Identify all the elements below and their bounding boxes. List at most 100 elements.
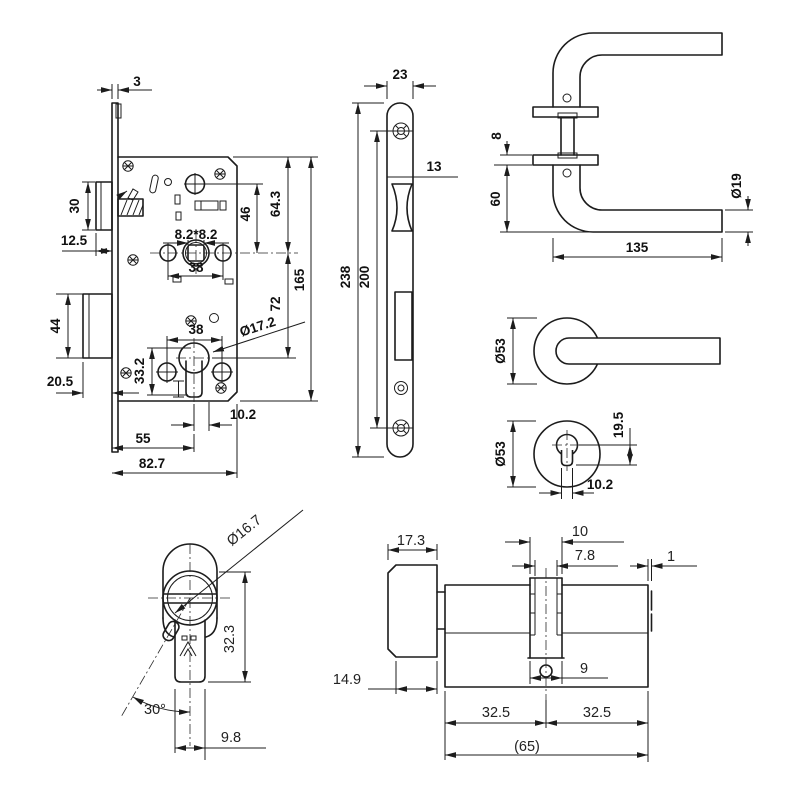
case-screw-icon [127, 254, 139, 266]
dim-screw-span-lower: 38 [188, 322, 204, 337]
dim-cyl-body-width: 9.8 [221, 730, 241, 746]
cylinder-face-dimensions [132, 509, 304, 760]
small-hole [209, 313, 219, 323]
cylinder-side-view: 17.3 10 7.8 1 14.9 9 32.5 32.5 (65) [333, 524, 697, 762]
lever-dimension-labels: 8 60 Ø19 135 [488, 132, 744, 255]
dim-cyl-body-height: 32.3 [222, 625, 238, 653]
dim-46: 46 [238, 206, 253, 222]
faceplate-dimension-labels: 23 13 238 200 [338, 67, 442, 288]
grub-screw-hole [562, 168, 572, 178]
spring-bar [149, 174, 159, 194]
escutcheon-circle [533, 420, 601, 488]
dim-10-2: 10.2 [230, 407, 256, 422]
dim-33-2: 33.2 [132, 358, 147, 384]
lock-case-dimensions [56, 84, 318, 478]
dim-forend-thickness: 3 [133, 74, 141, 89]
dim-latch-protrusion: 12.5 [61, 233, 88, 248]
rose-inner [532, 154, 599, 166]
dim-cam-foot: 9 [580, 661, 588, 677]
dim-64-3: 64.3 [268, 190, 283, 217]
dim-escutcheon-dia: Ø53 [493, 441, 508, 467]
dim-half-left: 32.5 [482, 705, 510, 721]
dim-end-gap: 1 [667, 549, 675, 565]
dim-deadbolt-height: 44 [48, 318, 63, 334]
dim-overall-length: (65) [514, 739, 540, 755]
dim-72: 72 [268, 296, 283, 311]
dim-case-depth: 82.7 [139, 456, 165, 471]
pivot-hole [164, 178, 172, 186]
thumbturn-knob [387, 564, 438, 658]
dim-latch-width: 13 [426, 159, 442, 174]
dim-latch-height: 30 [67, 198, 82, 213]
stop-slot [194, 200, 219, 211]
grub-screw-hole [562, 93, 572, 103]
dim-knob-face: 14.9 [333, 672, 361, 688]
dim-19-5: 19.5 [611, 411, 626, 438]
escutcheon-view: Ø53 19.5 10.2 [493, 411, 637, 499]
case-screw-icon [215, 382, 227, 394]
escutcheon-dimension-labels: Ø53 19.5 10.2 [493, 411, 626, 492]
dim-backset: 55 [135, 431, 151, 446]
case-screw-icon [120, 367, 132, 379]
dim-half-right: 32.5 [583, 705, 611, 721]
brand-logo-icon [179, 635, 197, 657]
faceplate-outline [386, 102, 414, 458]
stop-bracket [173, 380, 184, 398]
lever-dimensions [494, 141, 753, 262]
mortise-lock-case-view: 3 30 12.5 44 20.5 8.2*8.2 38 46 64.3 72 … [47, 74, 318, 478]
cylinder-side-parts [387, 564, 653, 700]
cam-section [527, 577, 565, 659]
lock-case-parts [82, 102, 298, 453]
outer-lever [552, 32, 723, 108]
latch-cutout [391, 183, 413, 232]
inner-lever [552, 164, 723, 233]
lock-case-dimension-labels: 3 30 12.5 44 20.5 8.2*8.2 38 46 64.3 72 … [47, 74, 307, 471]
faceplate-view: 23 13 238 200 [338, 67, 458, 458]
lever-parts [532, 32, 723, 233]
faceplate-dimensions [352, 81, 458, 458]
lever-rose-front-view: Ø53 [493, 317, 721, 385]
dim-screw-span-upper: 38 [188, 260, 204, 275]
faceplate-parts [386, 102, 414, 458]
escutcheon-dimensions [507, 420, 637, 499]
dim-cam-width: 10 [572, 524, 588, 540]
dim-rose-thickness: 8 [489, 132, 504, 140]
cylinder-side-dimensions [368, 537, 697, 762]
dim-cyl-face-dia: Ø16.7 [224, 512, 265, 549]
dim-faceplate-width: 23 [392, 67, 408, 82]
case-screw-icon [214, 168, 226, 180]
forend-plate [111, 102, 119, 453]
dim-slot-width: 10.2 [587, 477, 613, 492]
rose-dimensions [507, 317, 537, 385]
dim-fixing-distance: 200 [357, 266, 372, 289]
latch-bolt [95, 181, 113, 231]
deadbolt-cutout [394, 291, 413, 361]
dim-follower-square: 8.2*8.2 [175, 227, 218, 242]
case-screw-icon [122, 160, 134, 172]
pin-hole [394, 381, 408, 395]
forend-screw-slot [115, 103, 122, 119]
lever-front [555, 337, 721, 365]
dim-case-height: 165 [292, 268, 307, 291]
lever-handle-side-view: 8 60 Ø19 135 [488, 32, 753, 262]
cylinder-profile-stem [174, 619, 206, 683]
rose-outer [532, 106, 599, 118]
dim-rose-dia: Ø53 [493, 338, 508, 364]
cylinder-body [444, 584, 649, 688]
latch-lever-part [127, 188, 139, 201]
dim-cam-inner-width: 7.8 [575, 548, 595, 564]
dim-knob-length: 17.3 [397, 533, 425, 549]
lock-case-outline [117, 156, 238, 402]
cylinder-side-dimension-labels: 17.3 10 7.8 1 14.9 9 32.5 32.5 (65) [333, 524, 675, 755]
spindle-cap [557, 112, 578, 119]
dim-lever-length: 135 [626, 240, 649, 255]
deadbolt [82, 293, 113, 359]
dim-tube-dia: Ø19 [729, 173, 744, 199]
dim-deadbolt-throw: 20.5 [47, 374, 74, 389]
dim-faceplate-length: 238 [338, 265, 353, 288]
dim-turn-angle: 30° [144, 702, 166, 718]
cylinder-face-view: Ø16.7 32.3 30° 9.8 [120, 509, 304, 760]
dim-below-rose: 60 [488, 191, 503, 206]
